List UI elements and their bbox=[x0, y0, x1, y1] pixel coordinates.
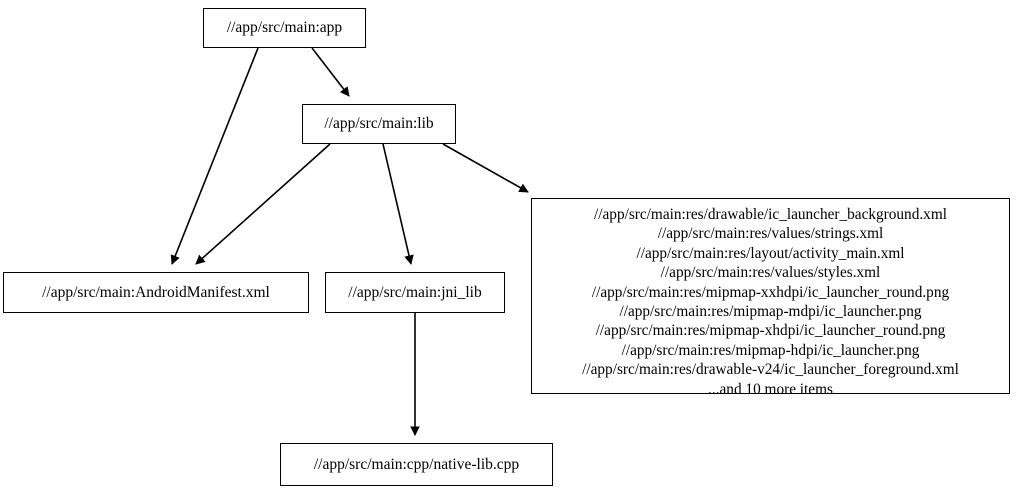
node-lib[interactable]: //app/src/main:lib bbox=[302, 104, 456, 144]
edge-app-to-lib bbox=[311, 47, 350, 97]
node-resources-line: //app/src/main:res/mipmap-hdpi/ic_launch… bbox=[621, 341, 920, 359]
node-resources-line: //app/src/main:res/values/strings.xml bbox=[657, 225, 884, 243]
edge-lib-to-jni-lib bbox=[382, 143, 414, 265]
node-native-lib-cpp[interactable]: //app/src/main:cpp/native-lib.cpp bbox=[280, 443, 553, 486]
node-resources-line: //app/src/main:res/mipmap-mdpi/ic_launch… bbox=[619, 303, 922, 321]
node-resources-line: //app/src/main:res/drawable-v24/ic_launc… bbox=[582, 361, 959, 379]
edge-lib-to-resources bbox=[442, 143, 529, 193]
node-jni-lib[interactable]: //app/src/main:jni_lib bbox=[325, 272, 505, 313]
node-androidmanifest-label: //app/src/main:AndroidManifest.xml bbox=[42, 283, 270, 301]
node-app[interactable]: //app/src/main:app bbox=[203, 8, 366, 48]
node-resources-line: ...and 10 more items bbox=[708, 380, 833, 398]
node-androidmanifest[interactable]: //app/src/main:AndroidManifest.xml bbox=[3, 272, 309, 313]
node-lib-label: //app/src/main:lib bbox=[324, 115, 434, 133]
node-resources-line: //app/src/main:res/values/styles.xml bbox=[660, 264, 881, 282]
node-resources-line: //app/src/main:res/mipmap-xhdpi/ic_launc… bbox=[595, 322, 946, 340]
edge-app-to-androidmanifest bbox=[170, 47, 259, 265]
node-jni-lib-label: //app/src/main:jni_lib bbox=[348, 283, 482, 301]
node-resources-line: //app/src/main:res/mipmap-xxhdpi/ic_laun… bbox=[591, 283, 950, 301]
node-resources[interactable]: //app/src/main:res/drawable/ic_launcher_… bbox=[531, 198, 1010, 398]
node-resources-line: //app/src/main:res/layout/activity_main.… bbox=[636, 244, 905, 262]
node-resources-line: //app/src/main:res/drawable/ic_launcher_… bbox=[594, 206, 947, 223]
node-resources-label-list: //app/src/main:res/drawable/ic_launcher_… bbox=[532, 205, 1009, 399]
node-native-lib-cpp-label: //app/src/main:cpp/native-lib.cpp bbox=[313, 455, 520, 473]
edge-lib-to-androidmanifest bbox=[195, 143, 331, 265]
node-app-label: //app/src/main:app bbox=[226, 19, 343, 37]
